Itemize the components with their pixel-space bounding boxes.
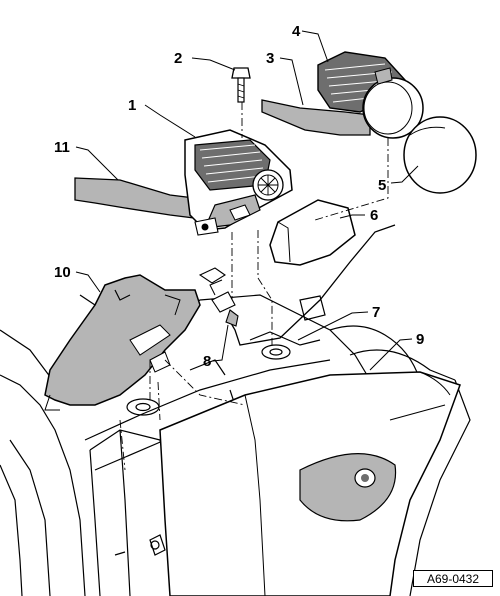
figure-reference-code: A69-0432 [413, 570, 493, 587]
callout-11: 11 [54, 139, 70, 156]
leader-9 [369, 338, 413, 371]
leader-4 [301, 30, 329, 63]
part-3-belt-strap [261, 99, 371, 136]
part-8-connector-cable [198, 224, 396, 346]
callout-6: 6 [370, 207, 378, 224]
leader-11 [75, 146, 119, 181]
leader-8 [212, 324, 229, 362]
part-10-trim-cover [44, 274, 201, 411]
part-5-cover-cap [403, 116, 477, 194]
callout-1: 1 [128, 97, 136, 114]
part-2-bolt [231, 67, 251, 103]
callout-10: 10 [54, 264, 71, 281]
leader-lines [75, 30, 419, 371]
callout-3: 3 [266, 50, 274, 67]
leader-7 [297, 311, 369, 341]
leader-3 [279, 57, 304, 106]
callout-5: 5 [378, 177, 386, 194]
callout-2: 2 [174, 50, 182, 67]
callout-labels: 1 2 3 4 5 6 7 8 9 10 11 [54, 23, 424, 370]
part-1-belt-retractor [184, 129, 293, 236]
part-9-side-trim-panel [159, 371, 461, 596]
leader-1 [144, 104, 196, 138]
part-11-belt-strap [74, 177, 211, 221]
part-4-belt-retractor [317, 51, 424, 139]
assembly-guide-lines [119, 102, 389, 471]
leader-5 [390, 165, 419, 184]
leader-2 [191, 57, 236, 71]
leader-6 [339, 214, 365, 219]
callout-8: 8 [203, 353, 211, 370]
vehicle-body-structure [0, 294, 471, 596]
callout-7: 7 [372, 304, 380, 321]
callout-9: 9 [416, 331, 424, 348]
leader-10 [75, 271, 101, 293]
callout-4: 4 [292, 23, 301, 40]
part-6-trim-cap [269, 199, 356, 266]
